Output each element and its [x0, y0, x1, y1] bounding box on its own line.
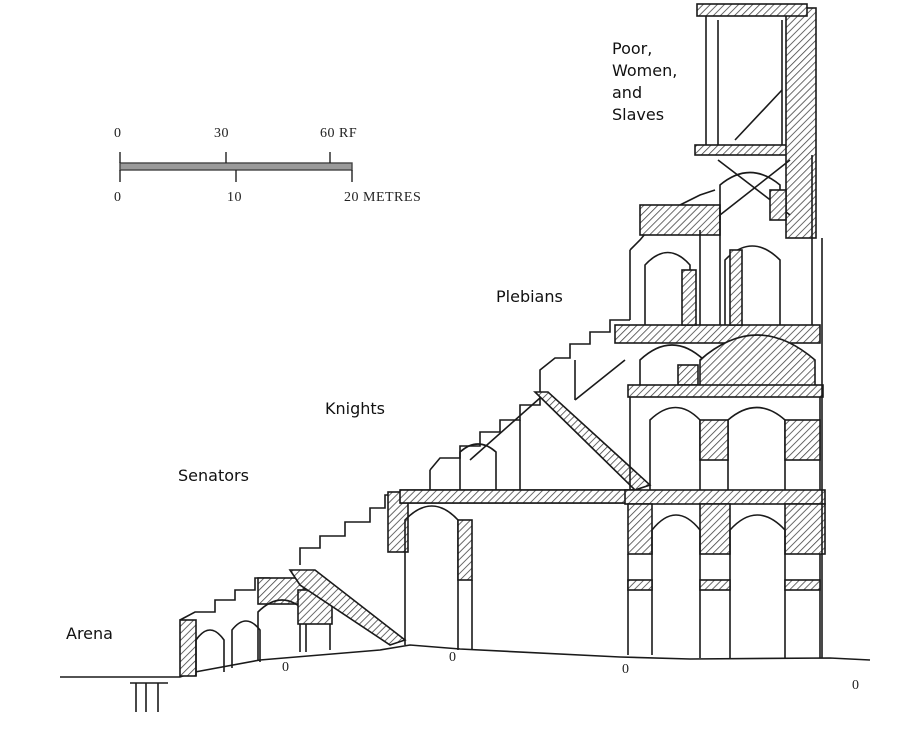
- poor-label-line-3: and: [612, 83, 643, 102]
- poor-women-slaves-label: Poor, Women, and Slaves: [612, 38, 677, 126]
- arena-label: Arena: [66, 624, 113, 643]
- podium-structure: [179, 569, 407, 677]
- scale-metre-tick-20: 20 METRES: [344, 190, 422, 205]
- scale-feet-tick-0: 0: [114, 126, 122, 141]
- scale-bar: [119, 152, 353, 182]
- ground-mark-1: 0: [282, 660, 289, 675]
- ground-mark-2: 0: [449, 650, 456, 665]
- scale-metre-tick-10: 10: [227, 190, 242, 205]
- outer-wall: [624, 155, 826, 658]
- poor-label-line-1: Poor,: [612, 39, 653, 58]
- poor-label-line-2: Women,: [612, 61, 678, 80]
- plebians-label: Plebians: [496, 287, 563, 306]
- ground-mark-4: 0: [852, 678, 859, 693]
- scale-feet-tick-30: 30: [214, 126, 229, 141]
- scale-metre-tick-0: 0: [114, 190, 122, 205]
- senators-label: Senators: [178, 466, 249, 485]
- attic-structure: [694, 3, 817, 239]
- ground-mark-3: 0: [622, 662, 629, 677]
- knights-label: Knights: [325, 399, 385, 418]
- scale-feet-tick-60: 60 RF: [320, 126, 358, 141]
- poor-label-line-4: Slaves: [612, 105, 665, 124]
- third-tier-structure: [539, 189, 824, 401]
- second-tier-structure: [299, 391, 652, 650]
